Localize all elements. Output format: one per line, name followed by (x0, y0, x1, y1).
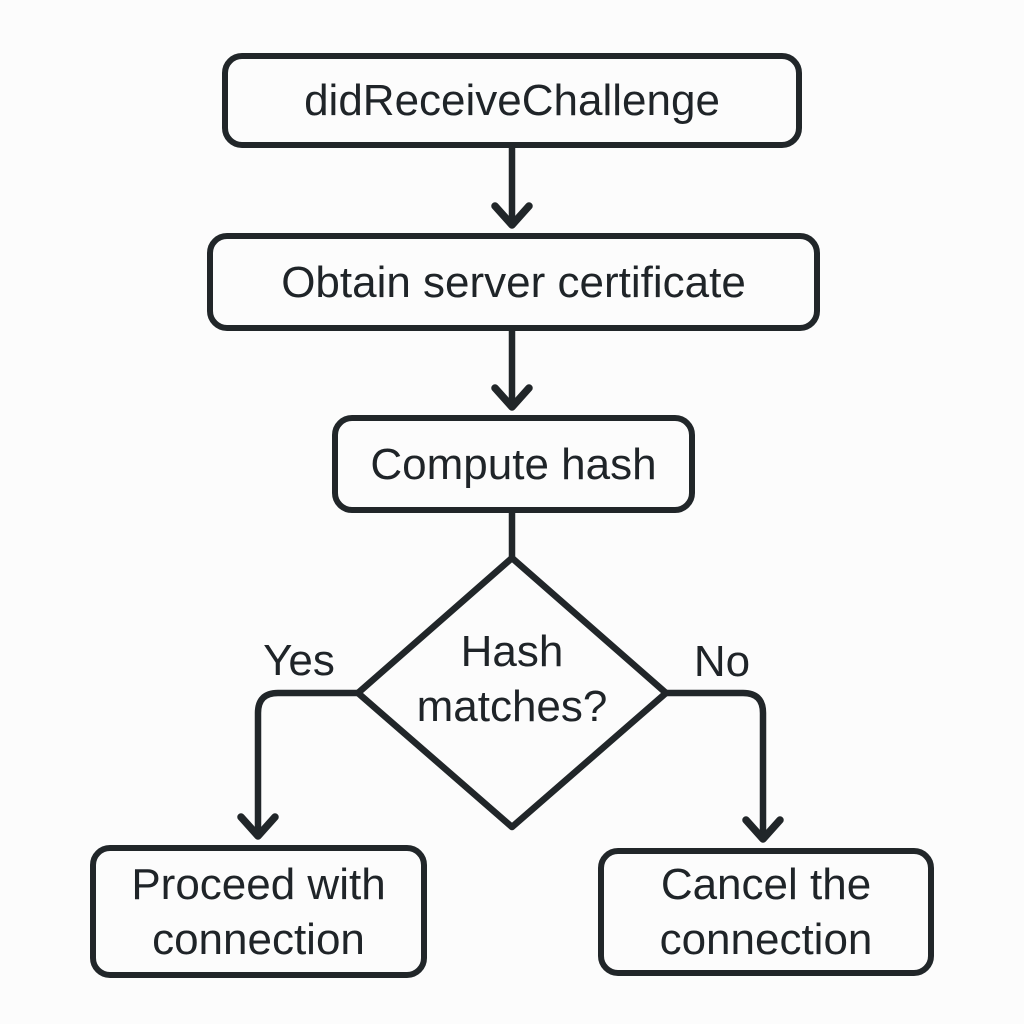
node-label-line: Proceed with (131, 859, 386, 909)
node-label-line: connection (152, 914, 365, 964)
edge-yes-line (254, 689, 364, 839)
edge-no-line (660, 689, 767, 842)
node-label-line: Hash (460, 627, 564, 676)
node-cancel-the-connection: Cancel the connection (598, 848, 934, 976)
node-compute-hash: Compute hash (332, 415, 695, 513)
node-label-line: matches? (416, 682, 608, 731)
node-did-receive-challenge: didReceiveChallenge (222, 53, 802, 148)
arrowhead-down-icon (491, 202, 533, 229)
node-proceed-with-connection: Proceed with connection (90, 845, 427, 978)
edge-label-no: No (693, 637, 751, 686)
node-label: didReceiveChallenge (304, 76, 720, 125)
node-hash-matches-label: Hash matches? (362, 624, 662, 734)
node-obtain-server-certificate: Obtain server certificate (207, 233, 820, 331)
node-label: Compute hash (370, 439, 657, 489)
node-label: Obtain server certificate (281, 257, 746, 307)
node-label-line: Cancel the (660, 860, 872, 909)
edge-label-yes: Yes (263, 636, 335, 685)
arrowhead-down-icon (742, 816, 784, 843)
node-label-line: connection (659, 915, 873, 964)
arrowhead-down-icon (237, 813, 279, 840)
arrowhead-down-icon (491, 384, 533, 411)
decision-diamond-shape (354, 554, 670, 831)
